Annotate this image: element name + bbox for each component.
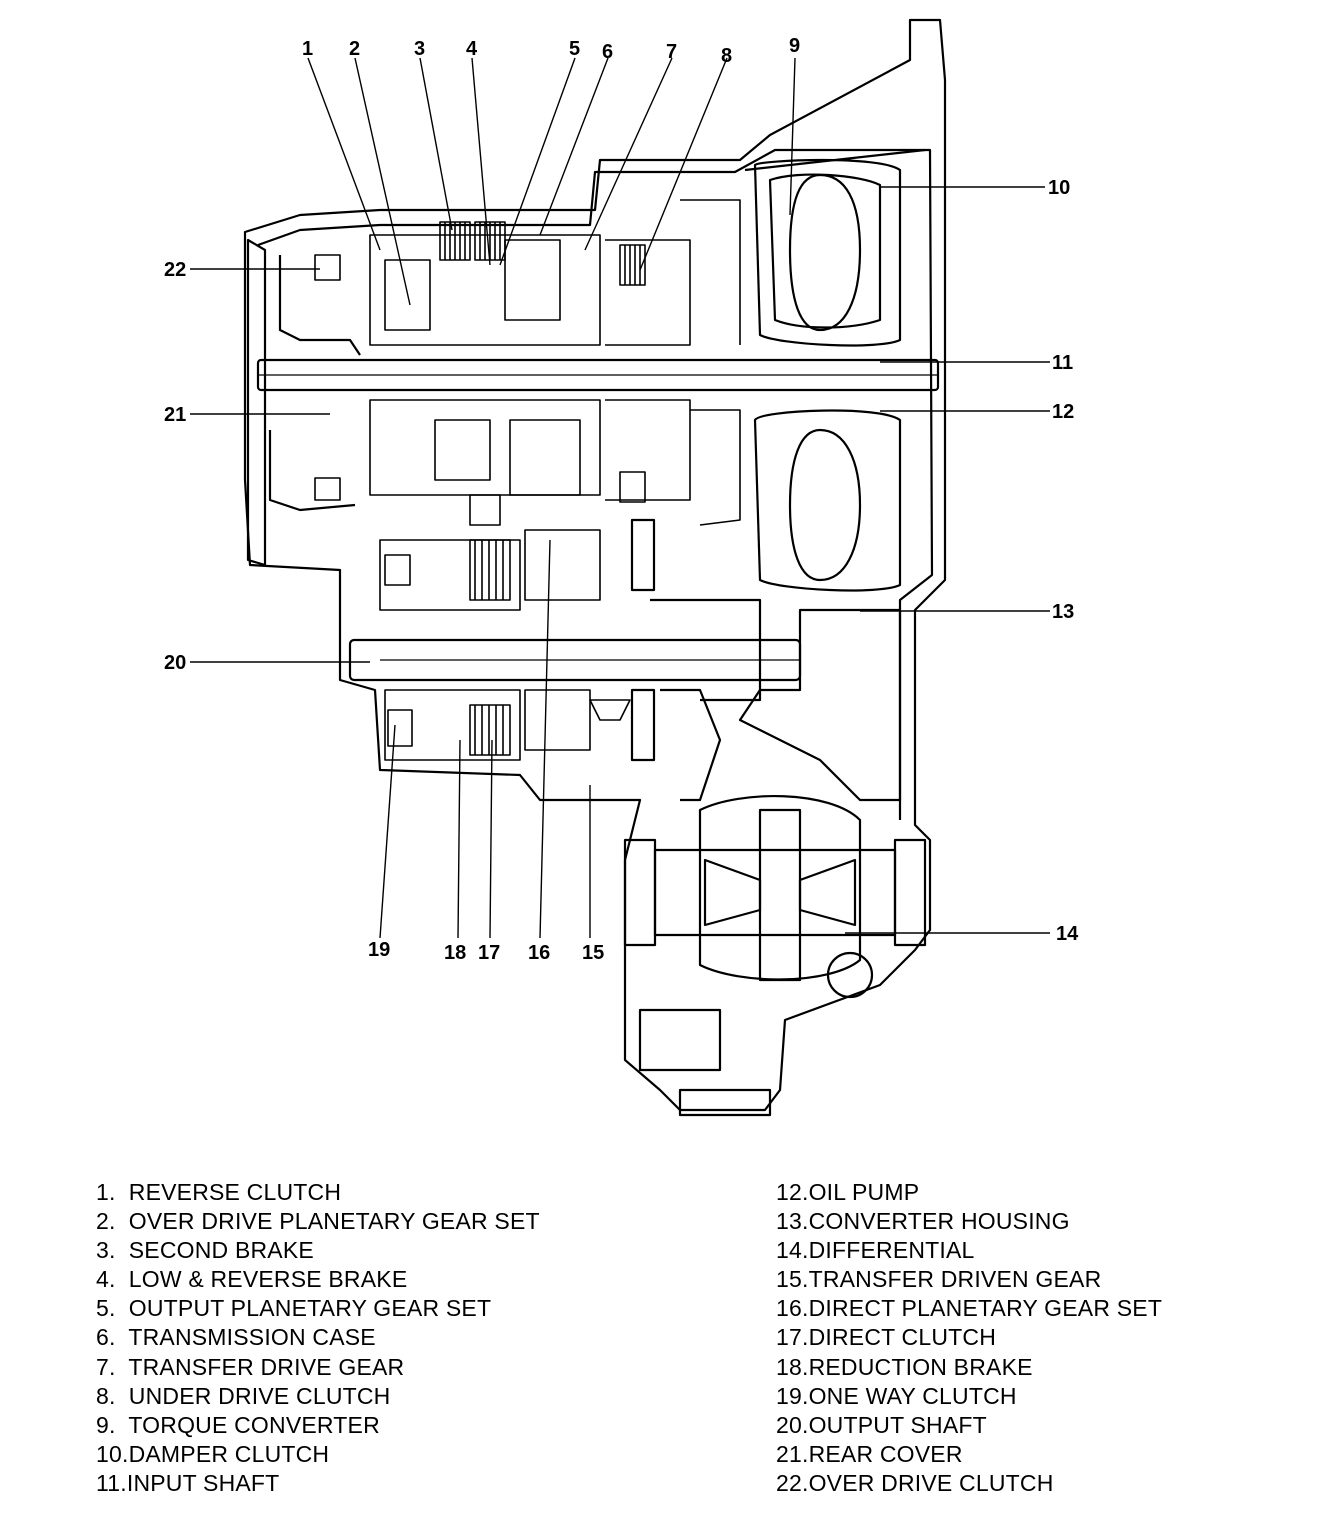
transmission-cross-section-diagram: 1 2 3 4 5 6 7 8 9 10 11 12 13 14 15 16 1…: [164, 18, 1079, 1117]
transfer-driven-gear: [630, 688, 656, 762]
legend-item-17: 17.DIRECT CLUTCH: [776, 1324, 997, 1351]
callout-19: 19: [368, 939, 390, 961]
callout-14: 14: [1056, 923, 1079, 945]
callout-21: 21: [164, 404, 186, 426]
callout-3: 3: [414, 38, 425, 60]
legend-item-2: 2. OVER DRIVE PLANETARY GEAR SET: [96, 1208, 540, 1235]
legend-item-7: 7. TRANSFER DRIVE GEAR: [96, 1353, 405, 1380]
legend-item-9: 9. TORQUE CONVERTER: [96, 1411, 380, 1438]
legend-item-18: 18.REDUCTION BRAKE: [776, 1353, 1033, 1380]
rear-cover: [246, 238, 267, 567]
differential-assembly: [623, 794, 927, 1117]
legend-item-4: 4. LOW & REVERSE BRAKE: [96, 1266, 408, 1293]
callout-13: 13: [1052, 601, 1074, 623]
callout-22: 22: [164, 259, 186, 281]
reduction-and-direct-clutch: [379, 529, 631, 761]
callout-11: 11: [1052, 352, 1073, 374]
callout-12: 12: [1052, 401, 1074, 423]
legend-item-6: 6. TRANSMISSION CASE: [96, 1324, 376, 1351]
torque-converter-upper: [753, 158, 902, 347]
leader-lines: [190, 57, 1050, 939]
legend-item-15: 15.TRANSFER DRIVEN GEAR: [776, 1266, 1102, 1293]
legend-item-11: 11.INPUT SHAFT: [96, 1469, 280, 1496]
callout-18: 18: [444, 942, 466, 964]
callout-17: 17: [478, 942, 500, 964]
legend-item-19: 19.ONE WAY CLUTCH: [776, 1382, 1017, 1409]
legend-item-12: 12.OIL PUMP: [776, 1179, 920, 1205]
transmission-case-outline: [243, 18, 947, 1112]
clutch-packs-upper: [314, 199, 741, 346]
legend-item-16: 16.DIRECT PLANETARY GEAR SET: [776, 1295, 1163, 1322]
callout-4: 4: [466, 38, 478, 60]
torque-converter-lower: [753, 409, 902, 592]
callout-9: 9: [789, 35, 800, 57]
callout-7: 7: [666, 41, 677, 63]
callout-10: 10: [1048, 177, 1070, 199]
legend-item-22: 22.OVER DRIVE CLUTCH: [776, 1469, 1054, 1496]
legend-item-3: 3. SECOND BRAKE: [96, 1237, 314, 1264]
legend-item-10: 10.DAMPER CLUTCH: [96, 1440, 330, 1467]
callout-6: 6: [602, 41, 613, 63]
callout-1: 1: [302, 38, 313, 60]
converter-housing: [738, 608, 902, 802]
legend-item-13: 13.CONVERTER HOUSING: [776, 1208, 1070, 1235]
clutch-packs-lower: [314, 399, 741, 526]
callout-20: 20: [164, 652, 186, 674]
callout-5: 5: [569, 38, 580, 60]
legend-item-5: 5. OUTPUT PLANETARY GEAR SET: [96, 1295, 492, 1322]
callout-2: 2: [349, 38, 360, 60]
legend-item-8: 8. UNDER DRIVE CLUTCH: [96, 1382, 391, 1409]
legend-item-20: 20.OUTPUT SHAFT: [776, 1411, 987, 1438]
callout-numbers: 1 2 3 4 5 6 7 8 9 10 11 12 13 14 15 16 1…: [164, 35, 1079, 964]
callout-8: 8: [721, 45, 732, 67]
callout-16: 16: [528, 942, 550, 964]
legend-item-1: 1. REVERSE CLUTCH: [96, 1179, 342, 1205]
legend-item-14: 14.DIFFERENTIAL: [776, 1237, 975, 1264]
legend-left-column: 1. REVERSE CLUTCH 2. OVER DRIVE PLANETAR…: [96, 1178, 540, 1498]
legend-item-21: 21.REAR COVER: [776, 1440, 963, 1467]
callout-15: 15: [582, 942, 604, 964]
legend-right-column: 12.OIL PUMP 13.CONVERTER HOUSING 14.DIFF…: [776, 1178, 1162, 1498]
